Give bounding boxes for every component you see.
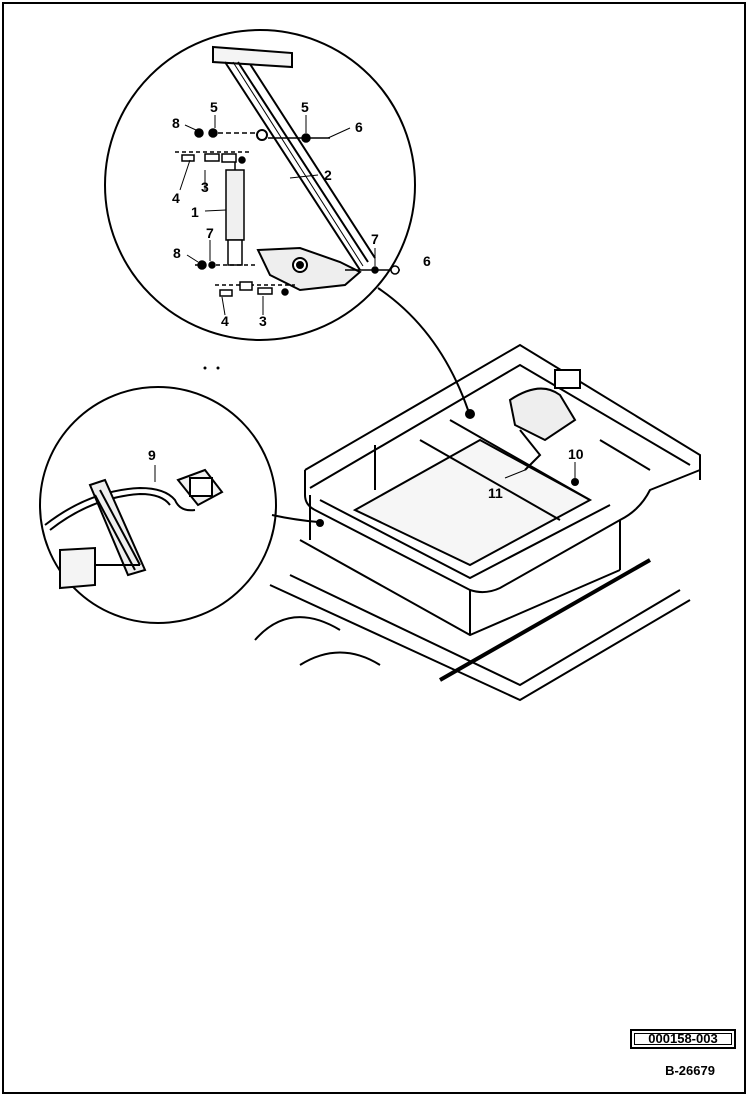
callout-7-right: 7 — [371, 231, 379, 247]
detail-circle-lower: 9 — [39, 386, 277, 624]
pedal-linkage — [44, 465, 224, 590]
connector-end-upper — [465, 409, 475, 419]
detail-circle-upper: 5 5 8 6 2 3 4 1 7 8 7 6 4 3 — [104, 29, 431, 341]
leader-lines-upper — [179, 115, 376, 316]
vehicle-frame — [254, 343, 701, 702]
stray-dot-1 — [203, 366, 207, 370]
callout-4-top: 4 — [172, 190, 180, 206]
callout-10: 10 — [568, 446, 584, 462]
connector-end-lower — [316, 519, 324, 527]
callout-2: 2 — [324, 167, 332, 183]
stray-dot-2 — [216, 366, 220, 370]
part-10-fastener — [571, 478, 579, 486]
callout-6-bottom: 6 — [423, 253, 431, 269]
callout-5-right: 5 — [301, 99, 309, 115]
callout-5-left: 5 — [210, 99, 218, 115]
callout-11: 11 — [488, 485, 503, 501]
lower-hardware — [195, 260, 400, 297]
detail-connector-lower — [271, 514, 319, 523]
callout-8-bottom: 8 — [173, 245, 181, 261]
reference-code: 000158-003 — [648, 1031, 718, 1046]
figure-id: B-26679 — [665, 1063, 715, 1078]
callout-8-top: 8 — [172, 115, 180, 131]
callout-7-left: 7 — [206, 225, 214, 241]
leader-lines-frame — [504, 462, 576, 479]
reference-code-box: 000158-003 — [630, 1029, 736, 1049]
bracket-arm — [212, 45, 376, 292]
upper-hardware — [175, 128, 330, 164]
callout-4-bottom: 4 — [221, 313, 229, 329]
detail-connector-upper — [377, 287, 469, 411]
callout-3-bottom: 3 — [259, 313, 267, 329]
callout-6-top: 6 — [355, 119, 363, 135]
callout-9: 9 — [148, 447, 156, 463]
callout-3-top: 3 — [201, 179, 209, 195]
reference-code-inner-border — [634, 1033, 732, 1045]
callout-1: 1 — [191, 204, 199, 220]
actuator-cylinder — [225, 160, 245, 266]
